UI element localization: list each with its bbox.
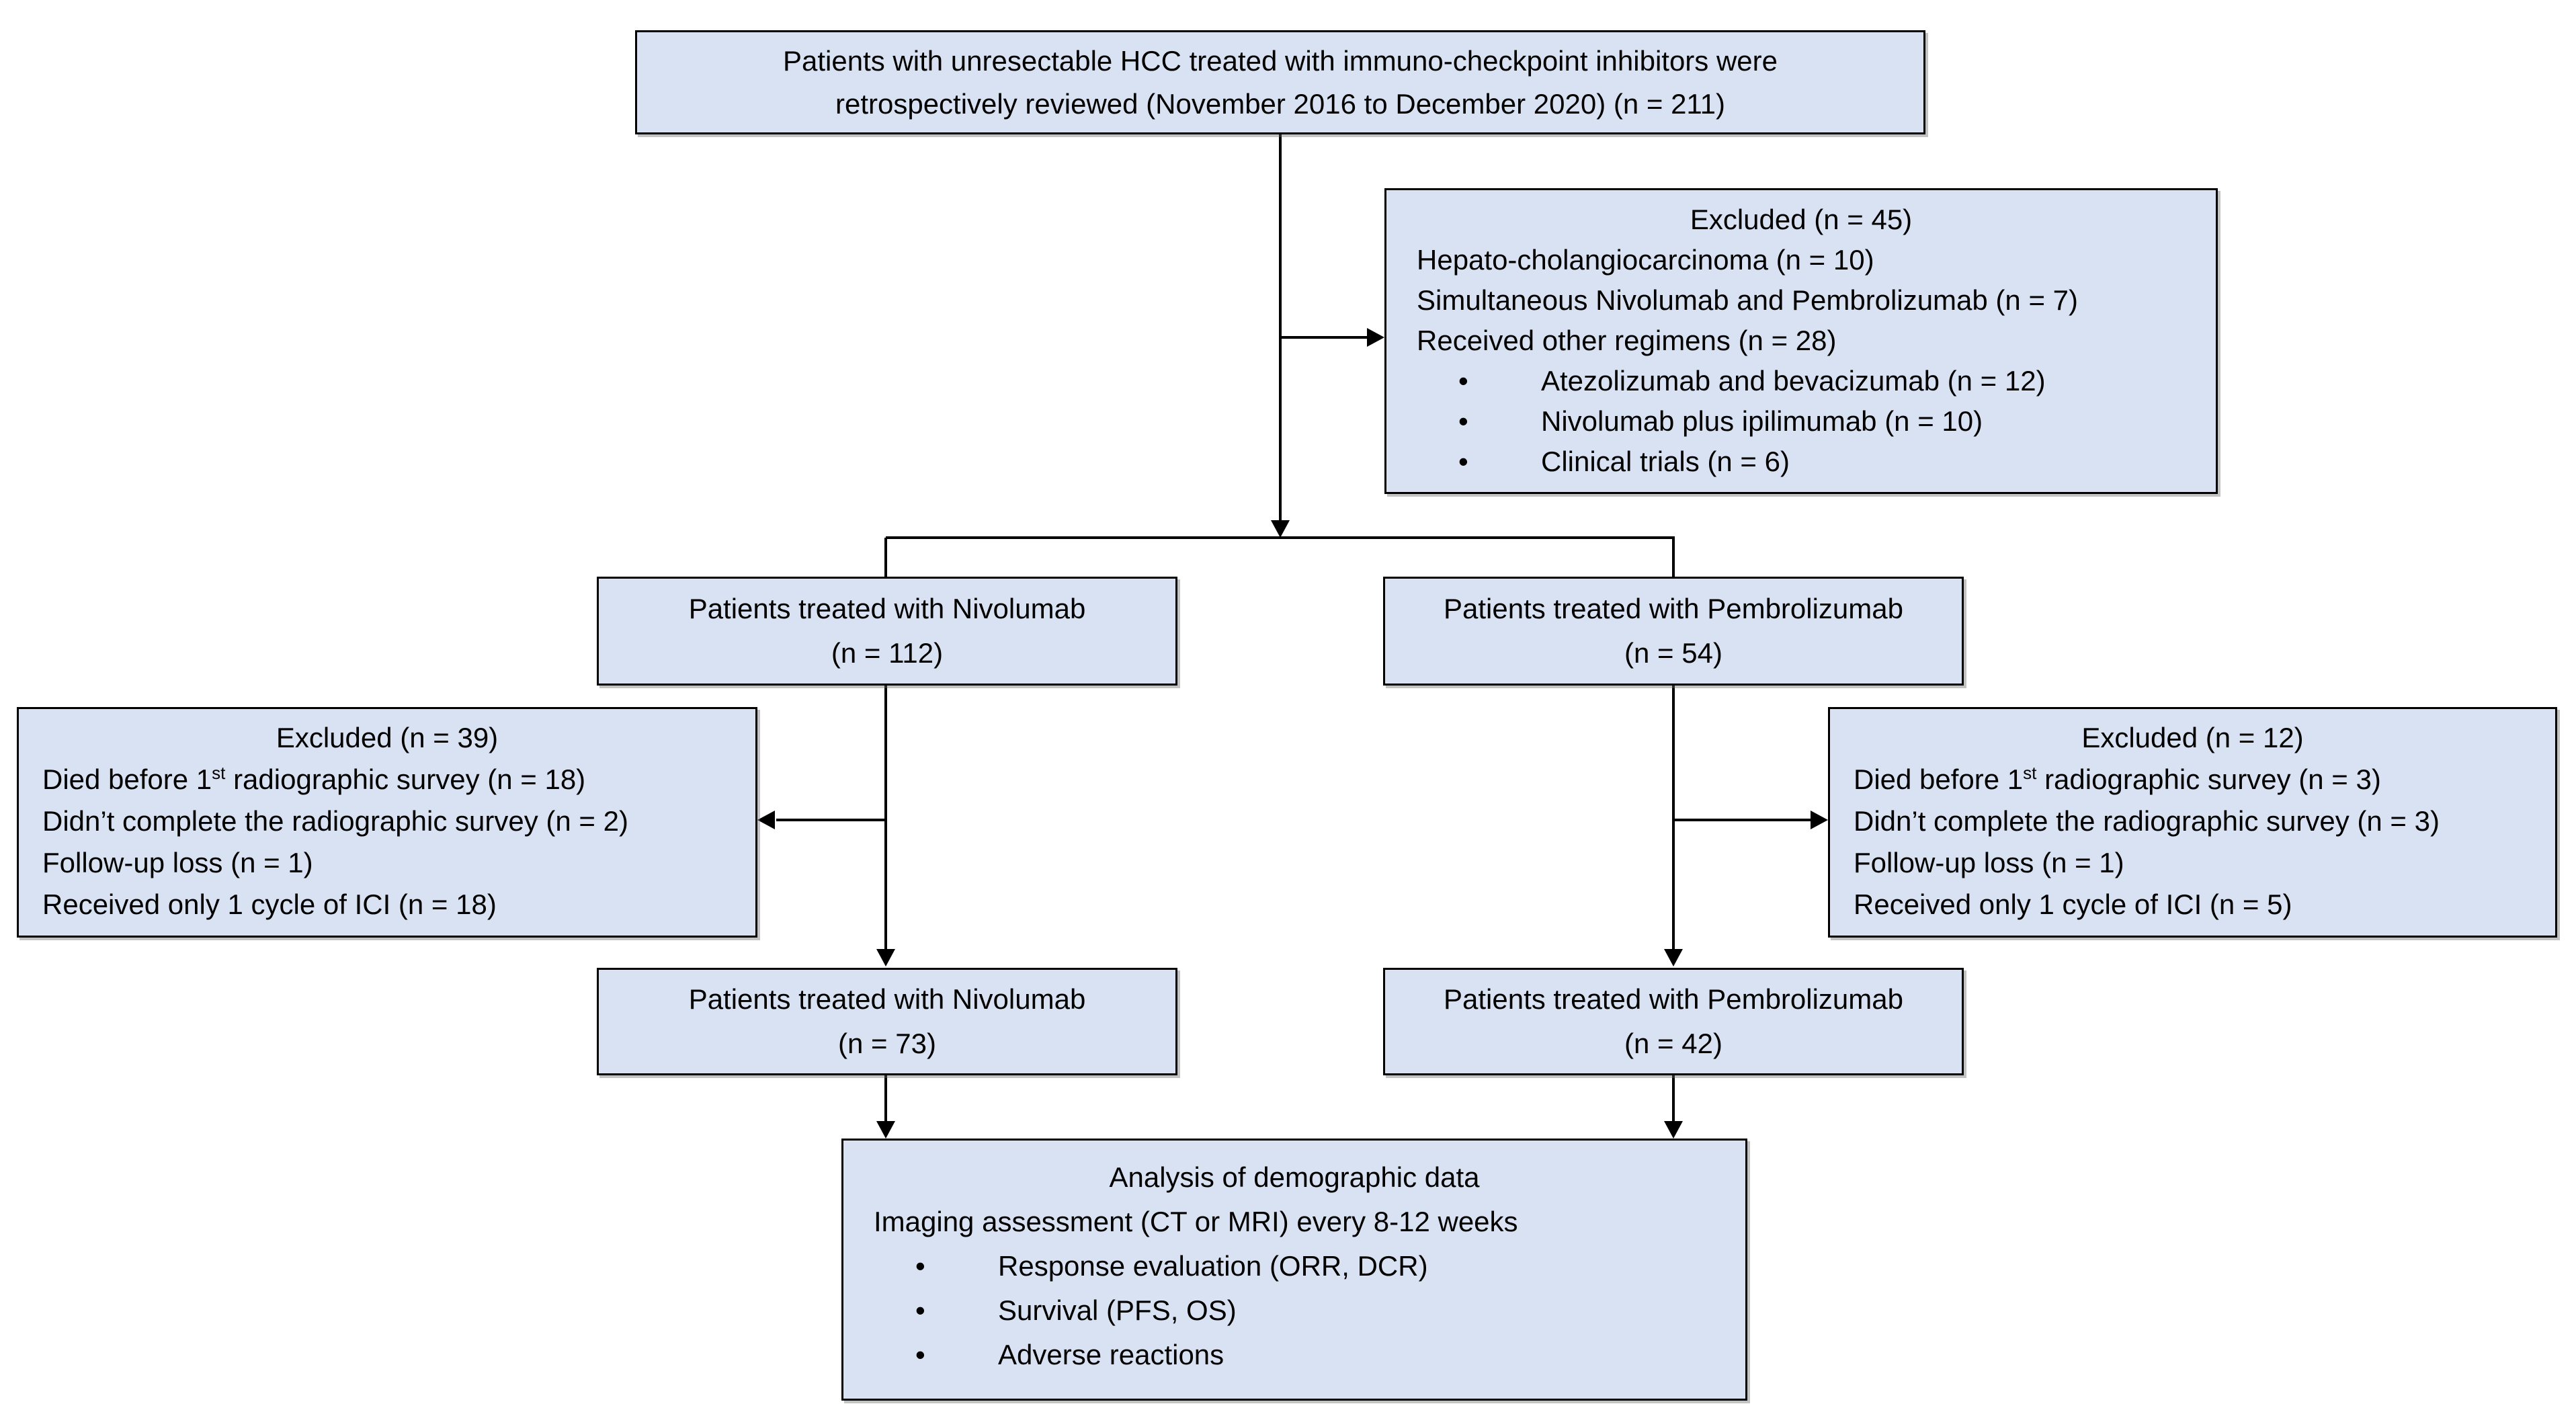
excluded-nivolumab-title: Excluded (n = 39) [276,722,499,753]
pembrolizumab-final-box: Patients treated with Pembrolizumab (n =… [1383,968,1964,1075]
connector-pembrolizumab-vertical [1672,686,1675,949]
analysis-title: Analysis of demographic data [1109,1161,1480,1193]
excluded-initial-title: Excluded (n = 45) [1690,204,1913,235]
excluded-initial-item: Simultaneous Nivolumab and Pembrolizumab… [1417,284,2078,316]
nivolumab-final-box: Patients treated with Nivolumab (n = 73) [597,968,1177,1075]
excluded-initial-bullet-item: • Atezolizumab and bevacizumab (n = 12) [1417,361,2186,401]
excluded-nivolumab-item: Follow-up loss (n = 1) [42,847,313,878]
superscript-text: st [212,763,226,783]
excluded-nivolumab-item: Died before 1st radiographic survey (n =… [42,759,732,800]
excluded-pembrolizumab-item: Received only 1 cycle of ICI (n = 5) [1854,889,2292,920]
bullet-icon: • [1458,446,1468,477]
connector-nivolumab-vertical [884,686,887,949]
bullet-text: Clinical trials (n = 6) [1541,446,1790,477]
enrollment-box: Patients with unresectable HCC treated w… [635,30,1925,134]
bullet-text: Adverse reactions [998,1339,1224,1370]
excluded-initial-bullet-item: • Clinical trials (n = 6) [1417,442,2186,482]
excluded-nivolumab-item: Received only 1 cycle of ICI (n = 18) [42,889,497,920]
enrollment-text-line1: Patients with unresectable HCC treated w… [782,44,1778,77]
nivolumab-initial-label: Patients treated with Nivolumab [688,593,1086,624]
excluded-pembrolizumab-item: Didn’t complete the radiographic survey … [1854,805,2440,837]
bullet-text: Survival (PFS, OS) [998,1294,1237,1326]
bullet-text: Response evaluation (ORR, DCR) [998,1250,1428,1282]
pembrolizumab-initial-label: Patients treated with Pembrolizumab [1444,593,1903,624]
analysis-bullet-item: • Adverse reactions [874,1333,1715,1377]
bullet-icon: • [915,1339,925,1370]
excluded-initial-item: Hepato-cholangiocarcinoma (n = 10) [1417,244,1874,276]
connector-nivolumab-final-vertical [884,1075,887,1122]
connector-drop-pembrolizumab [1672,538,1675,577]
nivolumab-final-label: Patients treated with Nivolumab [688,983,1086,1015]
excluded-pembrolizumab-item: Died before 1st radiographic survey (n =… [1854,759,2532,800]
arrow-down-icon [1271,520,1290,538]
bullet-text: Nivolumab plus ipilimumab (n = 10) [1541,405,1983,437]
pembrolizumab-final-label: Patients treated with Pembrolizumab [1444,983,1903,1015]
excluded-pembrolizumab-box: Excluded (n = 12) Died before 1st radiog… [1828,707,2557,938]
excluded-initial-item: Received other regimens (n = 28) [1417,325,1837,356]
item-text: radiographic survey (n = 18) [225,763,586,795]
bullet-icon: • [1458,405,1468,437]
bullet-icon: • [915,1250,925,1282]
pembrolizumab-initial-count: (n = 54) [1624,637,1722,669]
excluded-initial-box: Excluded (n = 45) Hepato-cholangiocarcin… [1384,188,2218,494]
connector-excluded-left-branch [776,819,886,821]
analysis-subtitle: Imaging assessment (CT or MRI) every 8-1… [874,1206,1518,1237]
bullet-icon: • [1458,365,1468,397]
excluded-nivolumab-box: Excluded (n = 39) Died before 1st radiog… [17,707,757,938]
analysis-box: Analysis of demographic data Imaging ass… [841,1139,1747,1401]
connector-pembrolizumab-final-vertical [1672,1075,1675,1122]
analysis-bullet-item: • Survival (PFS, OS) [874,1288,1715,1333]
bullet-text: Atezolizumab and bevacizumab (n = 12) [1541,365,2046,397]
pembrolizumab-initial-box: Patients treated with Pembrolizumab (n =… [1383,577,1964,686]
item-text: radiographic survey (n = 3) [2036,763,2381,795]
connector-split-horizontal [886,536,1675,539]
item-text: Died before 1 [1854,763,2024,795]
analysis-bullet-item: • Response evaluation (ORR, DCR) [874,1244,1715,1288]
connector-drop-nivolumab [884,538,887,577]
nivolumab-initial-count: (n = 112) [831,637,944,669]
nivolumab-final-count: (n = 73) [838,1028,936,1059]
nivolumab-initial-box: Patients treated with Nivolumab (n = 112… [597,577,1177,686]
excluded-pembrolizumab-title: Excluded (n = 12) [2081,722,2304,753]
item-text: Died before 1 [42,763,212,795]
arrow-left-icon [757,811,775,829]
excluded-nivolumab-item: Didn’t complete the radiographic survey … [42,805,628,837]
arrow-down-icon [876,949,895,966]
arrow-down-icon [876,1121,895,1139]
arrow-down-icon [1664,949,1683,966]
excluded-pembrolizumab-item: Follow-up loss (n = 1) [1854,847,2124,878]
superscript-text: st [2023,763,2037,783]
connector-excluded-top-branch [1280,336,1368,339]
pembrolizumab-final-count: (n = 42) [1624,1028,1722,1059]
arrow-down-icon [1664,1121,1683,1139]
excluded-initial-bullet-item: • Nivolumab plus ipilimumab (n = 10) [1417,401,2186,442]
enrollment-text-line2: retrospectively reviewed (November 2016 … [835,87,1726,120]
arrow-right-icon [1811,811,1828,829]
arrow-right-icon [1367,328,1384,347]
connector-excluded-right-branch [1673,819,1811,821]
bullet-icon: • [915,1294,925,1326]
connector-top-vertical [1279,134,1282,520]
